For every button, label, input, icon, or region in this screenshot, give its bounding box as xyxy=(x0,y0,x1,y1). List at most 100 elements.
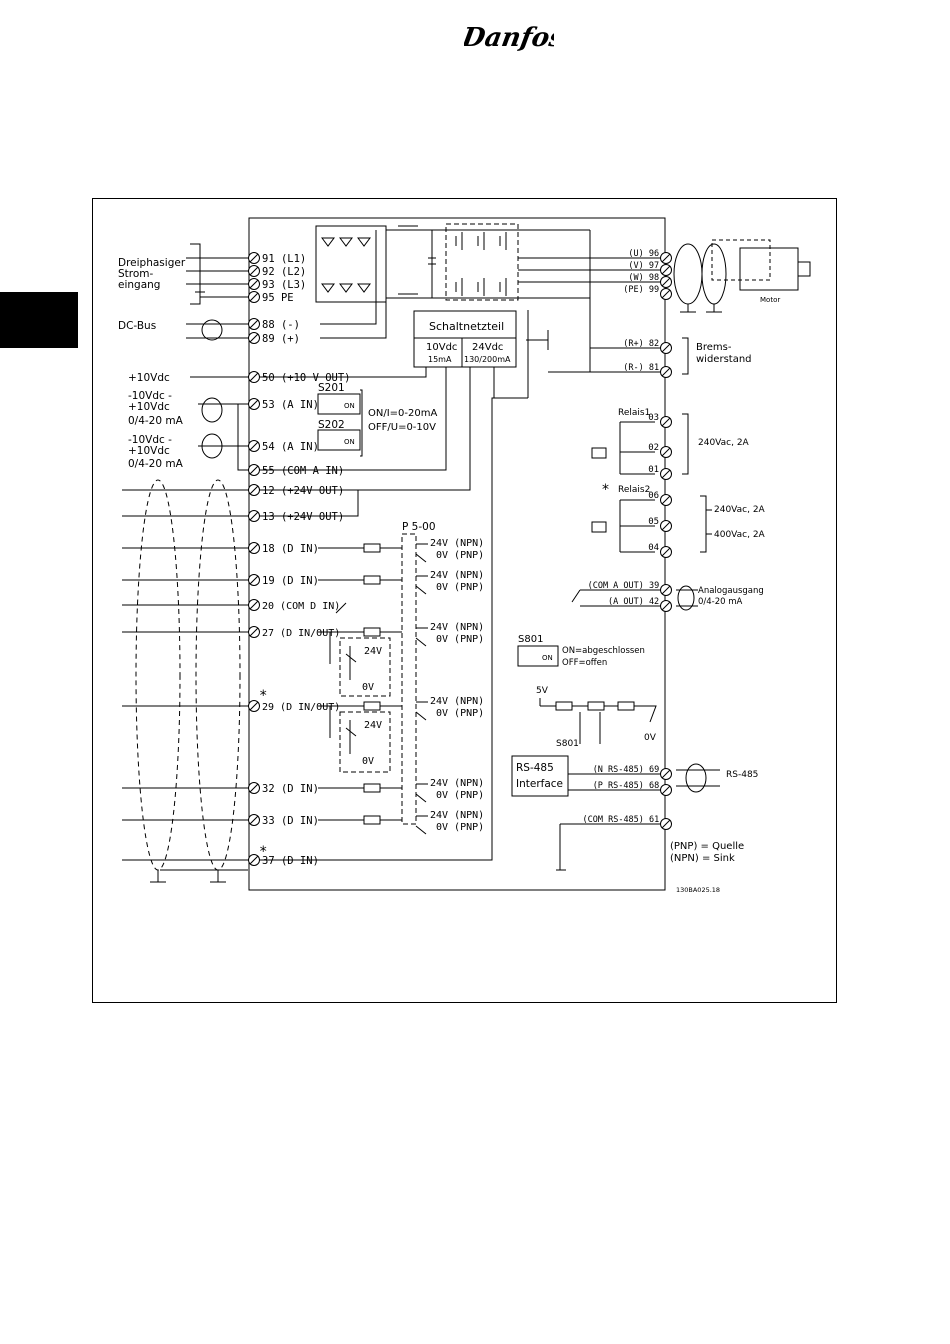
relay-brackets xyxy=(682,413,712,553)
terminal-label-t82: (R+) 82 xyxy=(623,339,659,349)
switch-note-1: ON/I=0-20mA xyxy=(368,408,437,419)
input-resistor xyxy=(363,701,381,711)
rs485-0v: 0V xyxy=(644,733,657,743)
input-resistor xyxy=(363,543,381,553)
terminal-label-t33: 33 (D IN) xyxy=(262,815,319,827)
terminal-t39 xyxy=(660,584,672,596)
terminal-label-t95: 95 PE xyxy=(262,292,294,304)
terminal-label-t54: 54 (A IN) xyxy=(262,441,319,453)
terminal-t92 xyxy=(248,265,260,277)
terminal-label-t20: 20 (COM D IN) xyxy=(262,601,340,612)
ain1-label-1: -10Vdc - xyxy=(128,390,172,402)
diagram-frame xyxy=(92,198,837,1003)
terminal-label-t05: 05 xyxy=(648,517,659,527)
relay2-coil xyxy=(591,521,607,533)
s201-switch xyxy=(317,393,361,415)
relay2-star: * xyxy=(602,482,609,498)
npn-pnp-box xyxy=(401,533,417,825)
pnp-label: 0V (PNP) xyxy=(436,634,484,645)
psu-24v: 24Vdc xyxy=(472,342,503,353)
terminal-t20 xyxy=(248,599,260,611)
terminal-label-t37: 37 (D IN) xyxy=(262,855,319,867)
input-resistor xyxy=(363,575,381,585)
psu-10v-current: 15mA xyxy=(428,355,452,364)
logo-text: Danfoss xyxy=(464,22,554,53)
terminal-t95 xyxy=(248,291,260,303)
input-resistor xyxy=(363,815,381,825)
motor-housing xyxy=(739,247,799,291)
brake-label-1: Brems- xyxy=(696,342,732,353)
terminal-t91 xyxy=(248,252,260,264)
rectifier-block xyxy=(315,225,387,303)
terminal-label-t93: 93 (L3) xyxy=(262,279,306,291)
terminal-label-t61: (COM RS-485) 61 xyxy=(583,815,660,825)
legend-npn: (NPN) = Sink xyxy=(670,853,735,864)
switch-note-2: OFF/U=0-10V xyxy=(368,422,436,433)
terminal-label-t42: (A OUT) 42 xyxy=(608,597,659,607)
mains-label-1: Dreiphasiger xyxy=(118,257,186,269)
input-resistor xyxy=(363,783,381,793)
terminal-label-t06: 06 xyxy=(648,491,659,501)
termination-network xyxy=(539,698,657,744)
terminal-t69 xyxy=(660,768,672,780)
ain2-label-1: -10Vdc - xyxy=(128,434,172,446)
terminal-label-t50: 50 (+10 V OUT) xyxy=(262,372,351,384)
motor-cable-shield-1 xyxy=(673,243,703,305)
relay1-label: Relais1 xyxy=(618,408,650,418)
terminal-t68 xyxy=(660,784,672,796)
rs485-iface-1: RS-485 xyxy=(516,762,554,774)
npn-label: 24V (NPN) xyxy=(430,538,484,549)
dout-block xyxy=(339,711,391,773)
terminal-label-t19: 19 (D IN) xyxy=(262,575,319,587)
pnp-label: 0V (PNP) xyxy=(436,550,484,561)
s801-label-2: S801 xyxy=(556,739,579,749)
terminal-t19 xyxy=(248,574,260,586)
terminal-label-t12: 12 (+24V OUT) xyxy=(262,485,344,497)
term-res-2 xyxy=(587,701,605,711)
npn-label: 24V (NPN) xyxy=(430,622,484,633)
terminal-label-t89: 89 (+) xyxy=(262,333,300,345)
s801-note-1: ON=abgeschlossen xyxy=(562,646,645,656)
dc-bus-wires xyxy=(186,323,249,339)
terminal-t01 xyxy=(660,468,672,480)
terminal-t03 xyxy=(660,416,672,428)
relay2-label: Relais2 xyxy=(618,485,650,495)
rectifier-diodes xyxy=(321,237,371,293)
terminal-t53 xyxy=(248,398,260,410)
terminal-label-t27: 27 (D IN/OUT) xyxy=(262,628,340,639)
terminal-t18 xyxy=(248,542,260,554)
rs485-5v: 5V xyxy=(536,686,549,696)
aout-label-1: Analogausgang xyxy=(698,586,764,596)
mains-bracket xyxy=(190,243,201,305)
dc-bus-shield xyxy=(201,319,223,341)
rs485-bus-label: RS-485 xyxy=(726,770,758,780)
terminal-t12 xyxy=(248,484,260,496)
inverter-igbts xyxy=(455,232,507,296)
terminal-label-t39: (COM A OUT) 39 xyxy=(588,581,660,591)
motor-grounds xyxy=(680,304,722,313)
terminal-t04 xyxy=(660,546,672,558)
psu-10v: 10Vdc xyxy=(426,342,457,353)
terminal-t89 xyxy=(248,332,260,344)
terminal-label-t97: (V) 97 xyxy=(628,261,659,271)
plus10-label: +10Vdc xyxy=(128,372,170,384)
terminal-label-t13: 13 (+24V OUT) xyxy=(262,511,344,523)
relay2-rating-2: 400Vac, 2A xyxy=(714,530,766,540)
terminal-label-t29: 29 (D IN/OUT) xyxy=(262,702,340,713)
terminal-29-star: * xyxy=(259,688,267,704)
control-shield-grounds xyxy=(150,869,248,883)
npn-label: 24V (NPN) xyxy=(430,810,484,821)
terminal-t99 xyxy=(660,288,672,300)
dc-bus-label: DC-Bus xyxy=(118,320,156,332)
terminal-label-t98: (W) 98 xyxy=(628,273,659,283)
ain-wires xyxy=(198,403,249,471)
terminal-label-t32: 32 (D IN) xyxy=(262,783,319,795)
psu-24v-current: 130/200mA xyxy=(464,355,511,364)
ain2-label-3: 0/4-20 mA xyxy=(128,458,184,470)
ain1-label-2: +10Vdc xyxy=(128,401,170,413)
terminal-label-t03: 03 xyxy=(648,413,659,423)
s202-on: ON xyxy=(344,438,355,446)
right-terminals: (U) 96(V) 97(W) 98(PE) 99(R+) 82(R-) 810… xyxy=(583,249,672,830)
